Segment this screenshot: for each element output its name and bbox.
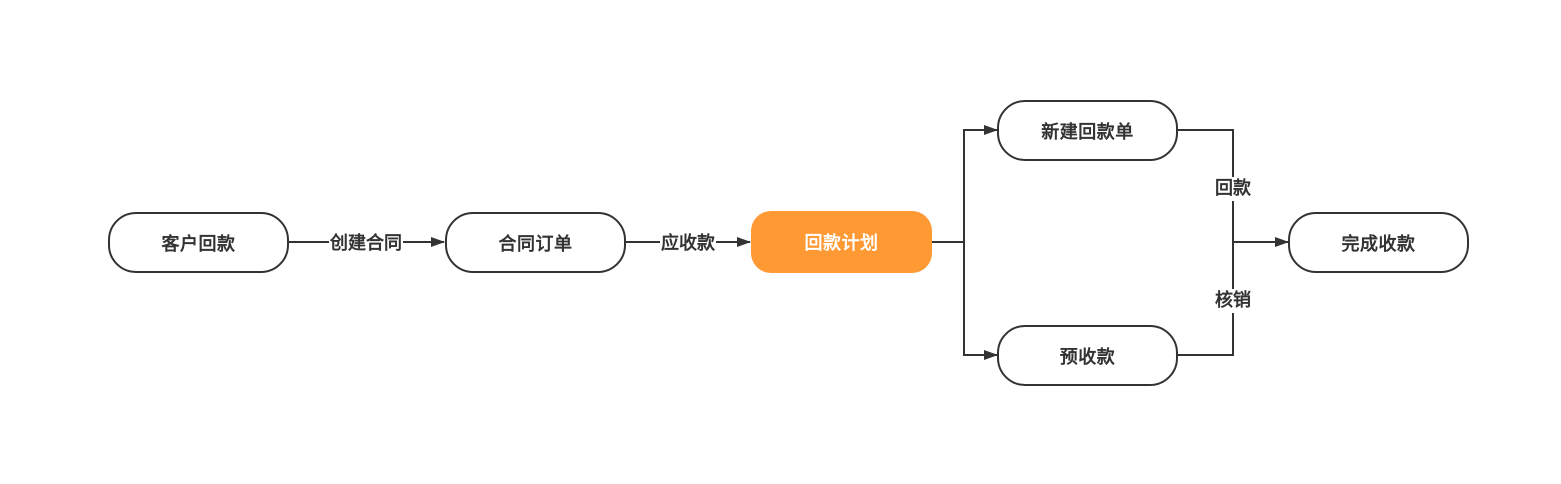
edge-new-slip-to-merge [1178,129,1234,242]
edge-label-receivable: 应收款 [660,232,716,256]
edge-advance-to-merge [1178,242,1234,356]
edge-split-to-new-slip [963,125,998,242]
edge-label-write-off: 核销 [1214,289,1252,313]
edge-label-payment: 回款 [1214,177,1252,201]
node-complete-collection: 完成收款 [1288,212,1469,273]
node-advance-receipt: 预收款 [997,325,1178,386]
edge-split-to-advance [963,242,998,360]
node-customer-payment: 客户回款 [108,212,289,273]
node-contract-order: 合同订单 [445,212,626,273]
edge-label-create-contract: 创建合同 [329,232,403,256]
node-new-payment-slip: 新建回款单 [997,100,1178,161]
node-payment-plan: 回款计划 [751,211,932,273]
